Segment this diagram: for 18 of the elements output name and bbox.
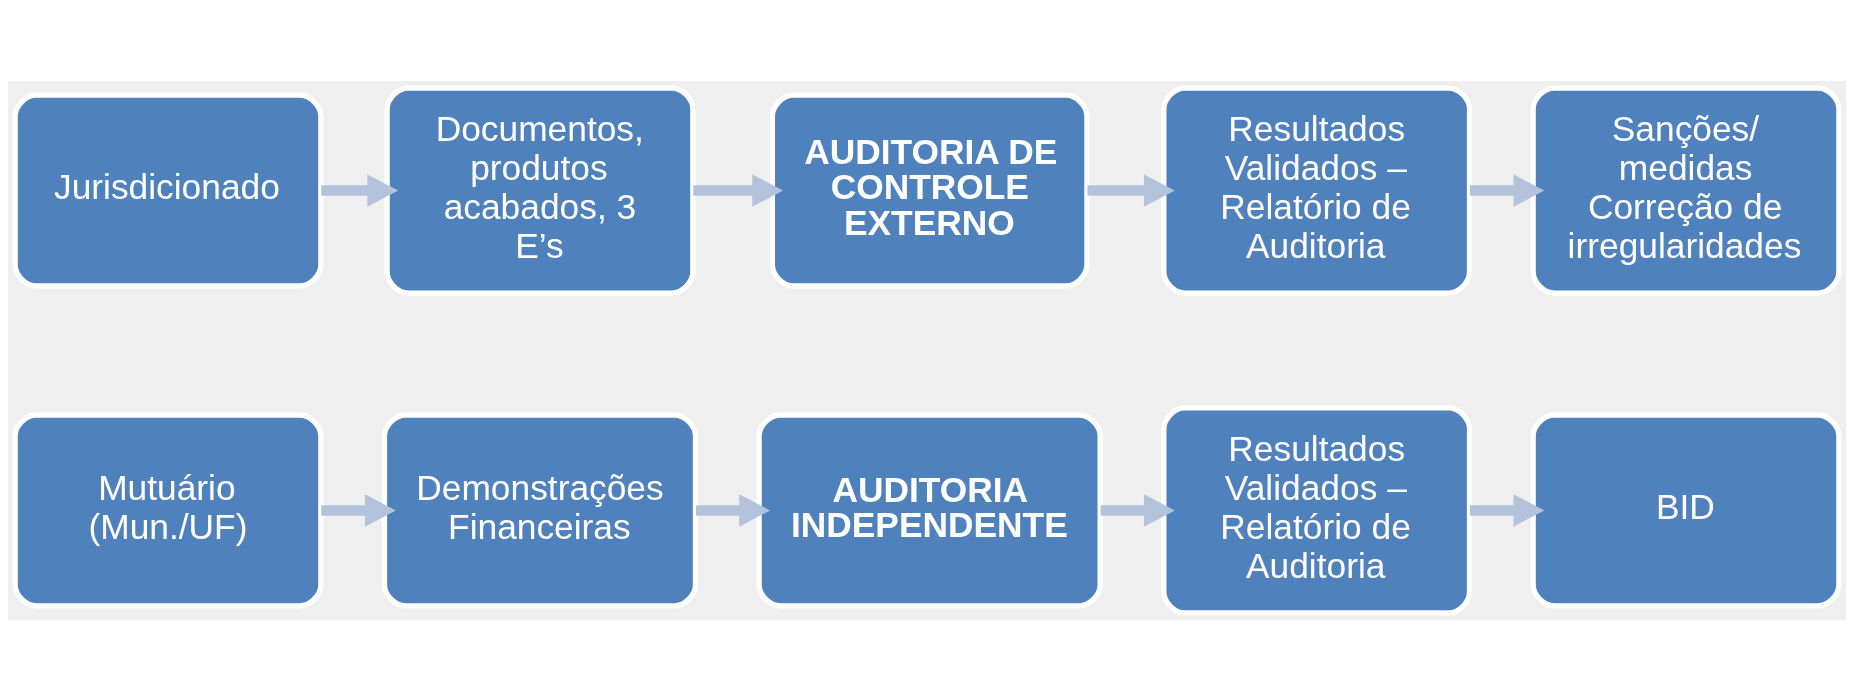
node-box: Resultados Validados – Relatório de Auditoria [1161,404,1473,616]
node-box: Mutuário (Mun./UF) [12,411,324,608]
node-box: Demonstrações Financeiras [381,411,699,608]
arrow [1087,173,1175,207]
node-box: BID [1530,411,1842,608]
arrow [1100,493,1175,527]
node-box: Resultados Validados – Relatório de Auditoria [1161,84,1473,296]
arrow [693,173,784,207]
arrow [321,173,399,207]
arrow [1469,493,1545,527]
node-box: Sanções/ medidas Correção de irregularidades [1530,84,1842,296]
node-box: AUDITORIA INDEPENDENTE [756,411,1103,608]
arrow [1469,173,1545,207]
arrow [696,493,771,527]
arrow [321,493,396,527]
node-box: Jurisdicionado [12,92,324,289]
node-box: AUDITORIA DE CONTROLE EXTERNO [769,92,1090,289]
node-box: Documentos, produtos acabados, 3 E’s [384,84,696,296]
